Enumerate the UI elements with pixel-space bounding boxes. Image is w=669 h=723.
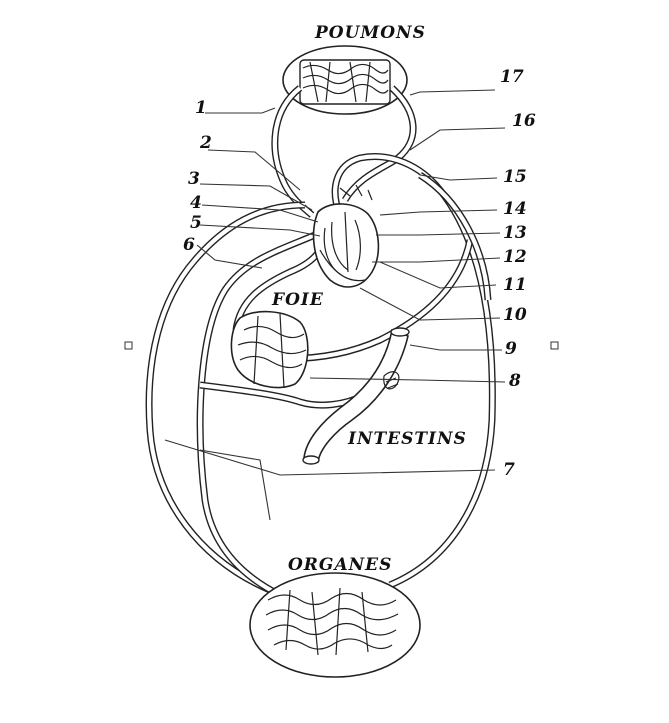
number-9: 9: [505, 339, 517, 359]
label-lungs: POUMONS: [314, 23, 426, 43]
number-8: 8: [508, 371, 521, 391]
vessels: [145, 85, 496, 599]
lungs: [282, 45, 408, 115]
number-15: 15: [503, 167, 527, 187]
label-organs: ORGANES: [288, 555, 392, 575]
number-11: 11: [503, 275, 527, 295]
number-10: 10: [503, 305, 527, 325]
handle-right: [550, 341, 559, 350]
number-5: 5: [190, 213, 202, 233]
number-17: 17: [500, 67, 524, 87]
intestine: [302, 327, 410, 465]
label-liver: FOIE: [271, 290, 324, 310]
label-intestine: INTESTINS: [347, 429, 467, 449]
number-16: 16: [512, 111, 536, 131]
number-1: 1: [195, 98, 207, 118]
liver: [230, 310, 309, 389]
number-13: 13: [503, 223, 527, 243]
leader-lines: [164, 89, 506, 521]
number-6: 6: [183, 235, 195, 255]
organs: [249, 572, 421, 678]
number-7: 7: [503, 460, 515, 480]
heart: [312, 184, 380, 288]
number-12: 12: [503, 247, 527, 267]
number-3: 3: [188, 169, 200, 189]
number-2: 2: [199, 133, 212, 153]
number-14: 14: [503, 199, 527, 219]
handle-left: [124, 341, 133, 350]
number-4: 4: [190, 193, 202, 213]
